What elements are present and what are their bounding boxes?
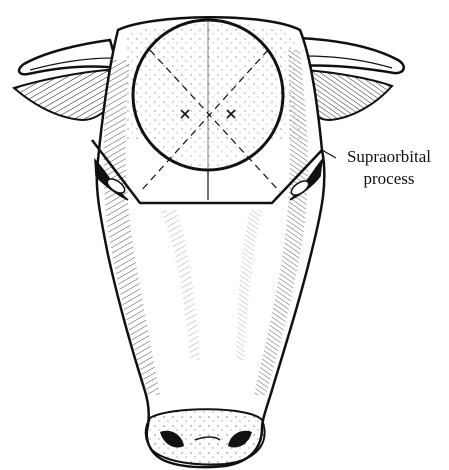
supraorbital-process-label: Supraorbital process: [333, 146, 445, 190]
label-line-2: process: [333, 168, 445, 190]
label-line-1: Supraorbital: [333, 146, 445, 168]
